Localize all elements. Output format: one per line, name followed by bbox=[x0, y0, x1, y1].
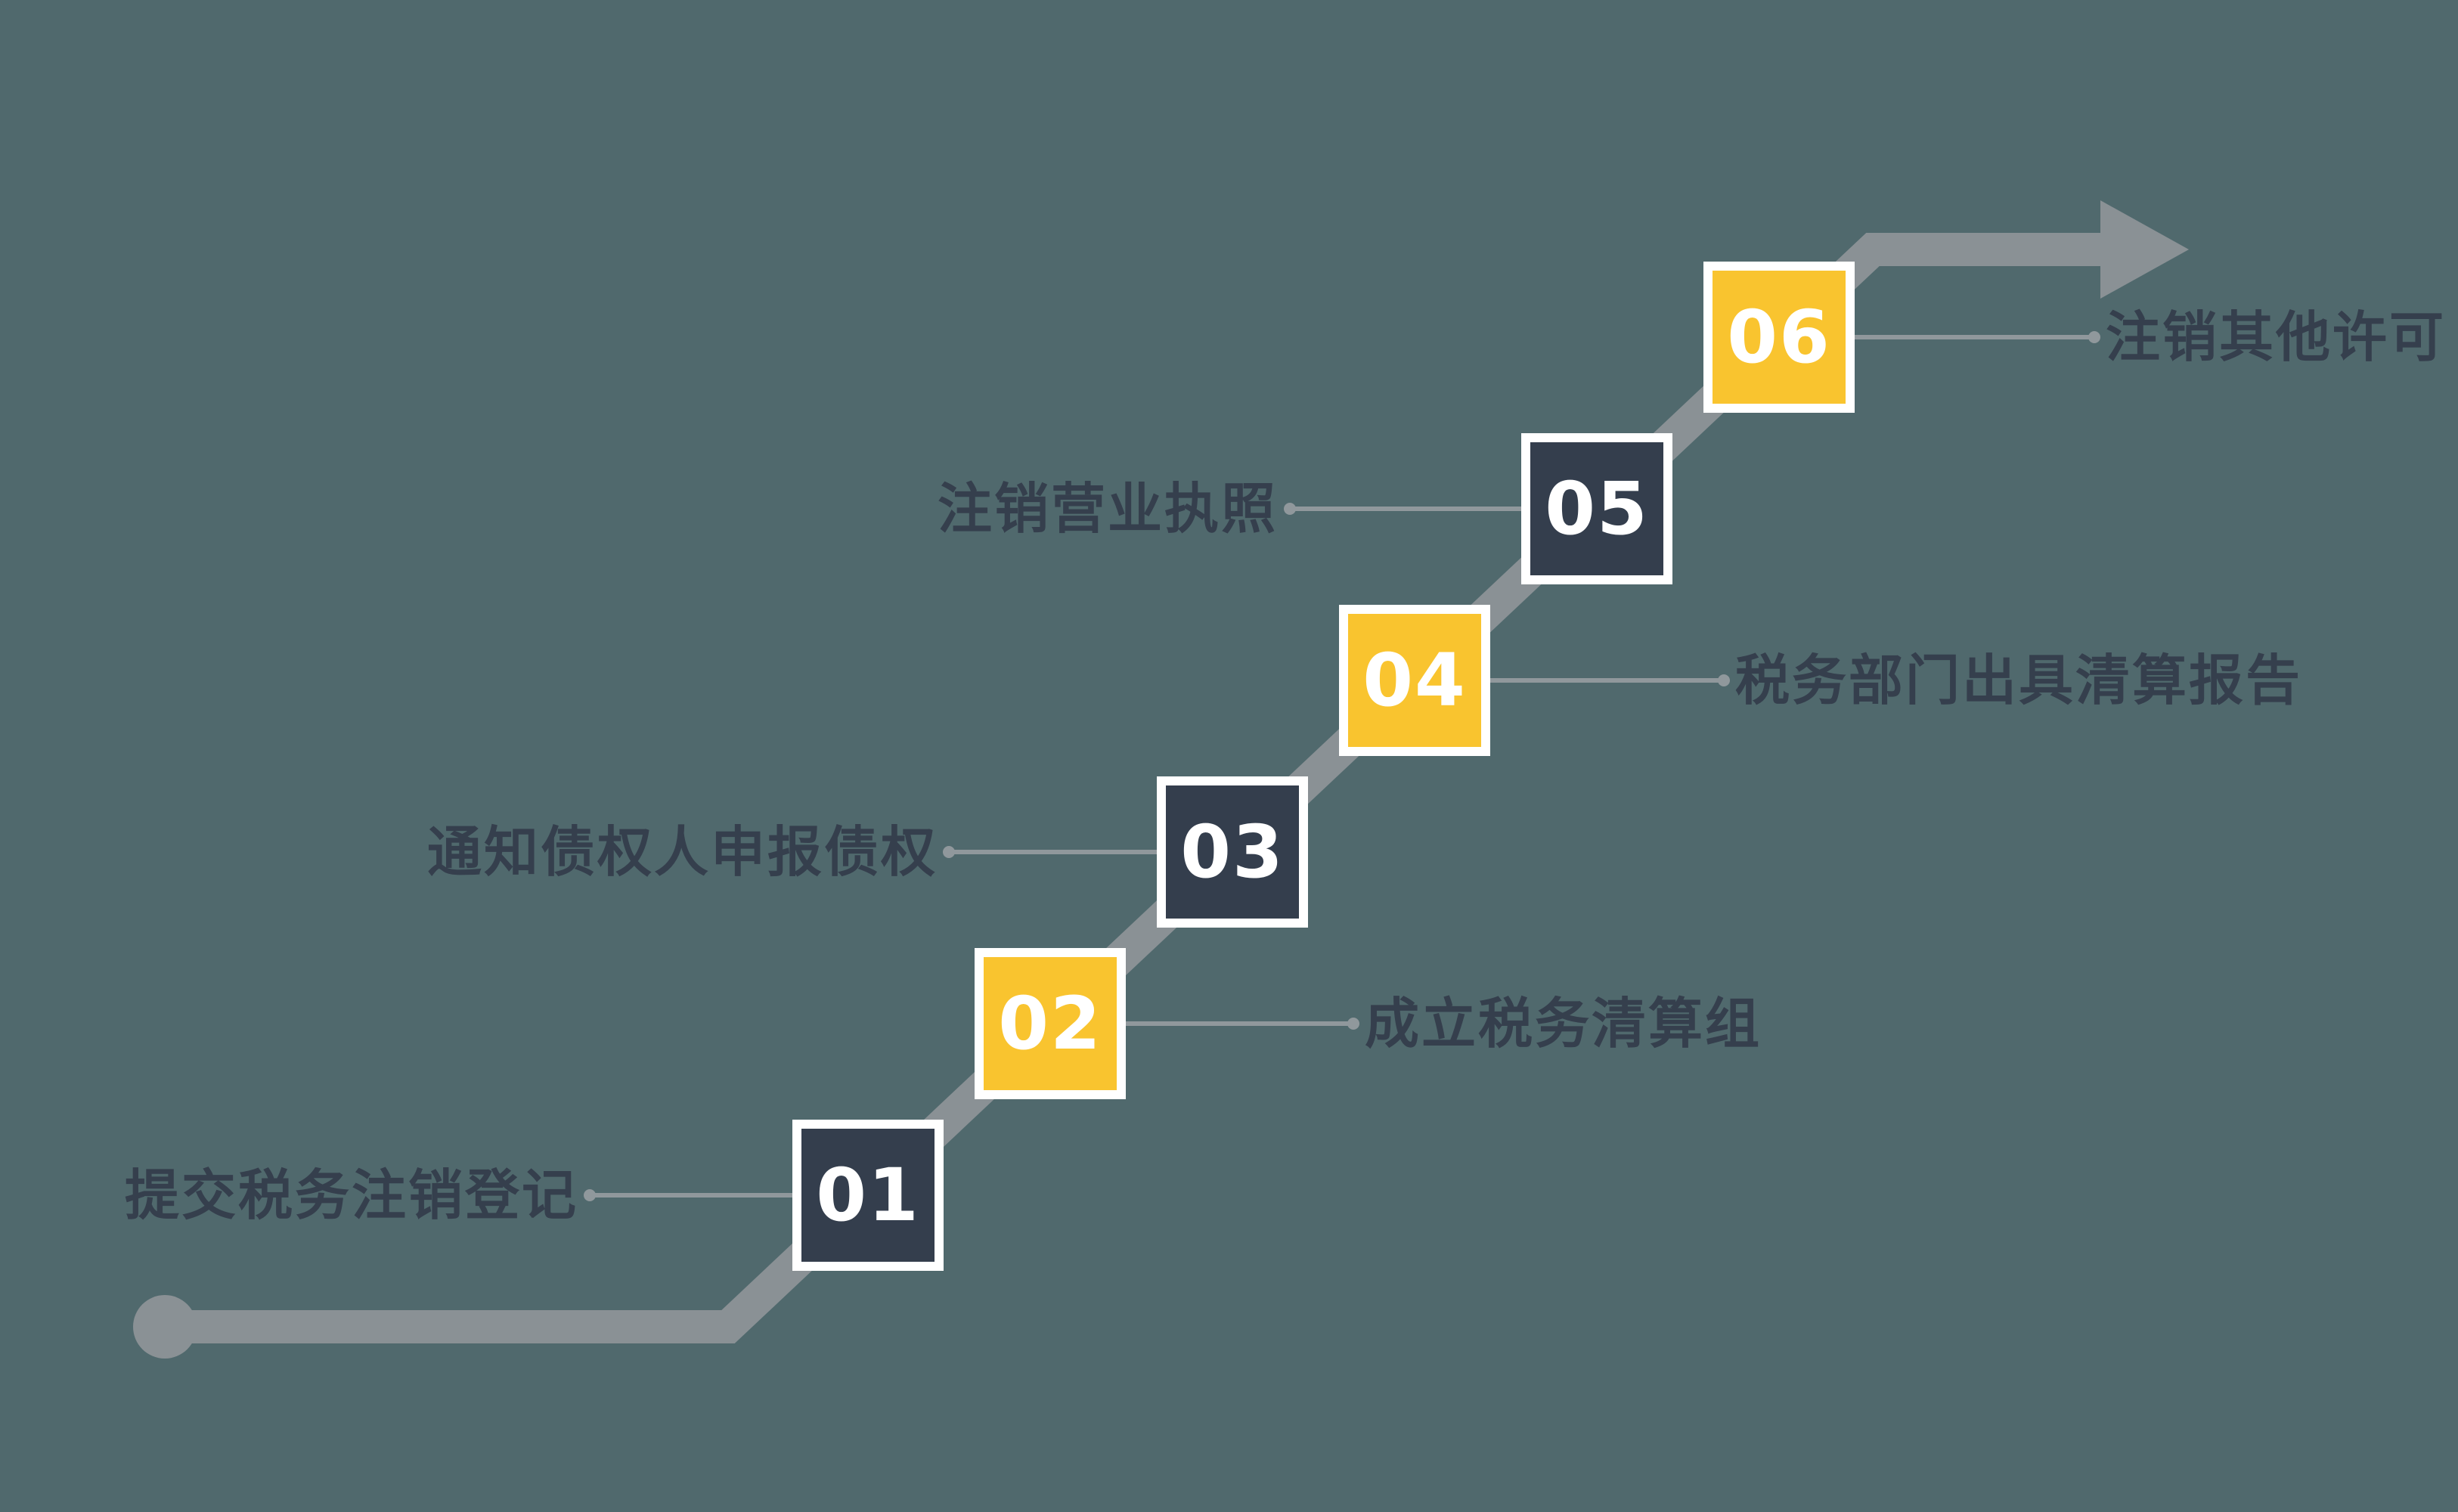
connector-line bbox=[1490, 678, 1724, 683]
step-label: 注销其他许可 bbox=[2106, 305, 2447, 369]
connector-line bbox=[1855, 335, 2094, 339]
connector-line bbox=[949, 850, 1157, 854]
step-square-06: 06 bbox=[1703, 262, 1855, 413]
connector-dot bbox=[2088, 331, 2100, 343]
step-number: 03 bbox=[1180, 810, 1285, 894]
connector-dot bbox=[1718, 674, 1730, 686]
connector-dot bbox=[584, 1189, 596, 1201]
connector-dot bbox=[943, 846, 955, 858]
connector-line bbox=[1126, 1021, 1353, 1026]
step-label: 注销营业执照 bbox=[937, 477, 1278, 541]
connector-dot bbox=[1347, 1018, 1359, 1030]
connector-dot bbox=[1284, 503, 1296, 515]
connector-line bbox=[590, 1193, 792, 1198]
step-square-05: 05 bbox=[1521, 433, 1672, 584]
step-square-04: 04 bbox=[1339, 605, 1490, 756]
step-number: 06 bbox=[1727, 295, 1831, 380]
step-number: 01 bbox=[816, 1153, 920, 1238]
arrow-head-icon bbox=[2100, 200, 2189, 299]
step-square-01: 01 bbox=[792, 1120, 944, 1271]
step-number: 02 bbox=[998, 981, 1102, 1066]
step-label: 成立税务清算组 bbox=[1365, 992, 1762, 1055]
step-label: 税务部门出具清算报告 bbox=[1735, 649, 2303, 712]
step-square-02: 02 bbox=[975, 948, 1126, 1099]
step-number: 04 bbox=[1362, 638, 1467, 723]
step-square-03: 03 bbox=[1157, 776, 1308, 928]
step-label: 通知债权人申报债权 bbox=[426, 820, 938, 884]
step-label: 提交税务注销登记 bbox=[124, 1163, 578, 1227]
connector-line bbox=[1290, 507, 1521, 511]
step-number: 05 bbox=[1545, 466, 1649, 551]
